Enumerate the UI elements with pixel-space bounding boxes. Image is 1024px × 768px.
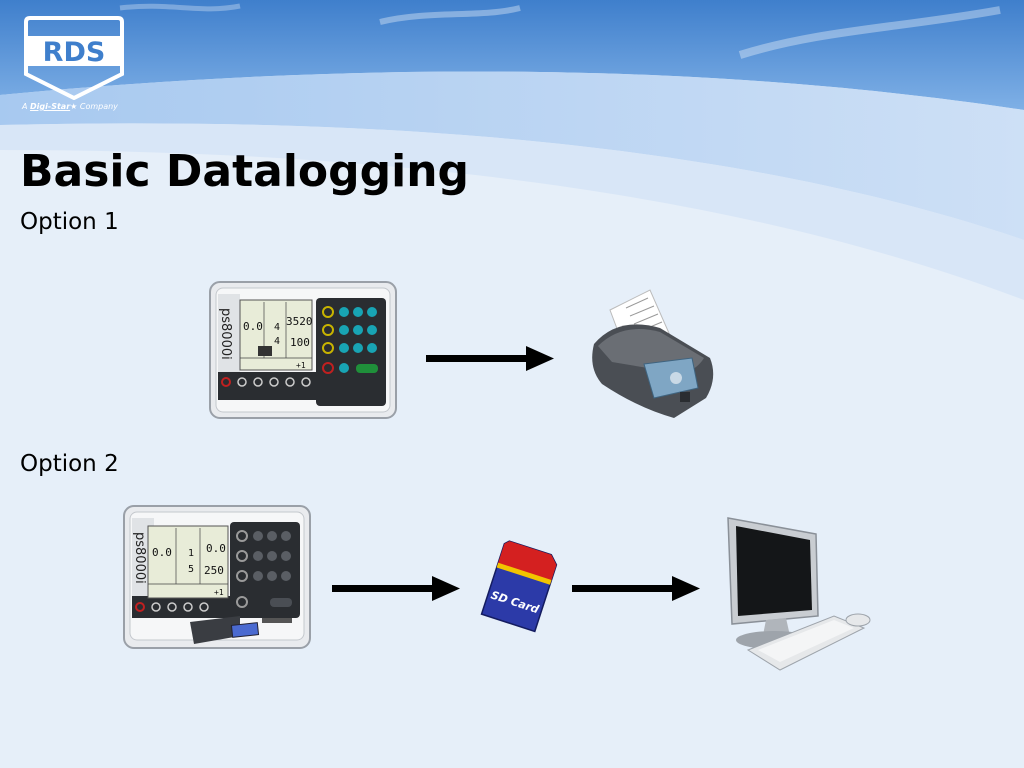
function-buttons — [135, 602, 209, 612]
indicator-device-1: ps8000i 0.0 4 3520 4 100 +1 — [209, 281, 397, 419]
logo-tagline: A Digi-Star★ Company — [22, 102, 132, 111]
screen-value-2: 4 — [274, 322, 280, 333]
function-buttons — [221, 377, 311, 387]
sd-card-icon: SD Card — [480, 540, 558, 633]
keypad — [322, 306, 378, 374]
screen-value-6: +1 — [296, 361, 306, 370]
screen-value-5: 250 — [204, 564, 224, 577]
keypad — [236, 530, 292, 608]
star-icon: ★ — [70, 102, 78, 111]
logo-text: RDS — [43, 37, 106, 68]
tagline-brand: Digi-Star — [30, 102, 71, 111]
arrow-right-icon — [426, 346, 554, 371]
indicator-device-2: ps8000i 0.0 1 0.0 5 250 +1 — [123, 505, 311, 649]
screen-value-1: 0.0 — [152, 546, 172, 559]
option-2-label: Option 2 — [20, 451, 119, 477]
computer-icon — [727, 517, 871, 671]
screen-value-1: 0.0 — [243, 320, 263, 333]
screen-value-3: 3520 — [286, 315, 313, 328]
slide-title: Basic Datalogging — [20, 146, 470, 197]
tagline-prefix: A — [22, 102, 28, 111]
screen-value-3: 0.0 — [206, 542, 226, 555]
model-label: ps8000i — [218, 308, 233, 360]
option-1-label: Option 1 — [20, 209, 119, 235]
screen-value-4: 5 — [188, 564, 194, 575]
screen-value-5: 100 — [290, 336, 310, 349]
tagline-suffix: Company — [79, 102, 118, 111]
screen-value-4: 4 — [274, 336, 280, 347]
screen-value-6: +1 — [214, 588, 224, 597]
screen-value-2: 1 — [188, 548, 194, 559]
rds-logo: RDS — [24, 16, 124, 100]
arrow-right-icon — [332, 576, 460, 601]
arrow-right-icon — [572, 576, 700, 601]
printer-icon — [592, 289, 714, 418]
model-label: ps8000i — [132, 532, 147, 584]
